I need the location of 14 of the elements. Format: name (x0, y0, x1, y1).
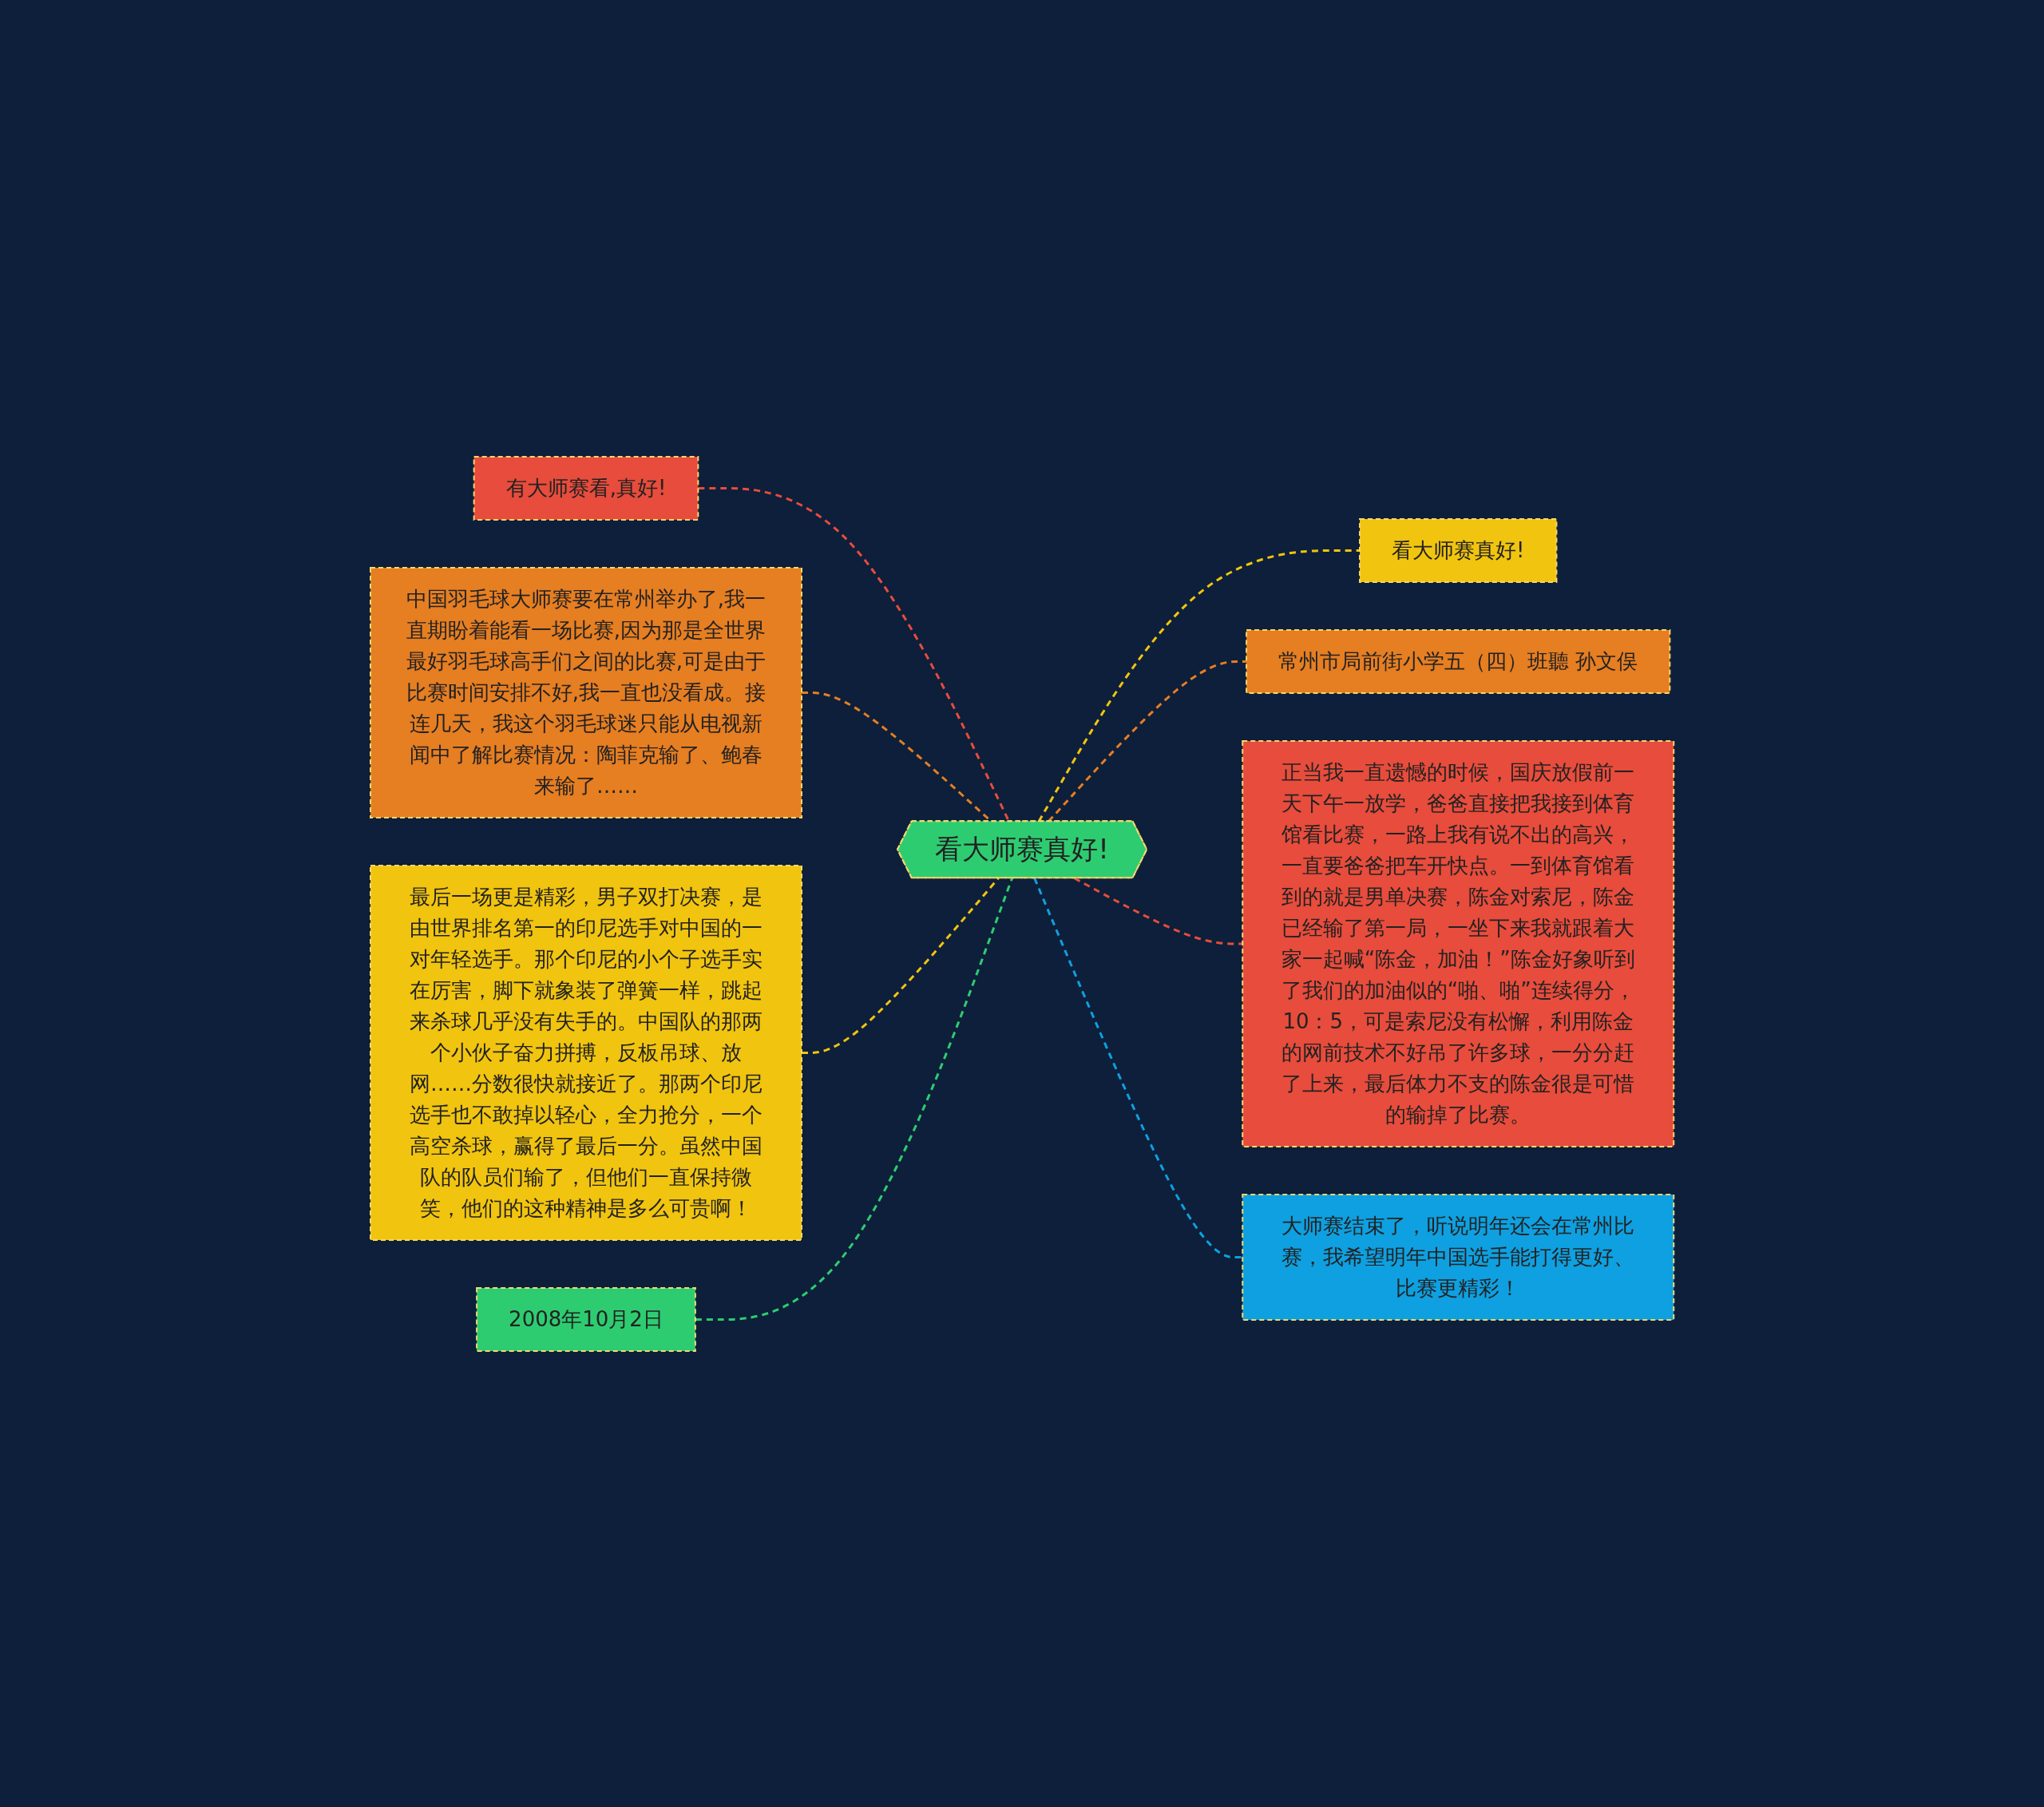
connector (695, 877, 1013, 1321)
connector (698, 486, 1010, 822)
node-box: 看大师赛真好! (1358, 517, 1558, 583)
connector (1037, 549, 1360, 822)
node-box: 有大师赛看,真好! (473, 455, 699, 521)
node-box: 正当我一直遗憾的时候，国庆放假前一天下午一放学，爸爸直接把我接到体育馆看比赛，一路上我有说不出的高兴，一直要爸爸把车开快点。一到体育馆看到的就是男单决赛，陈金对索尼，陈金已经输了第一局，一坐下来我就跟着大家一起喊“陈金，加油！”陈金好象听到了我们的加油似的“啪、啪”连续得分，10：5，可是索尼没有松懈，利用陈金的网前技术不好吊了许多球，一分分赶了上来，最后体力不支的陈金很是可惜的输掉了比赛。 (1242, 739, 1675, 1147)
node-box: 常州市局前街小学五（四）班聽 孙文俣 (1246, 628, 1671, 694)
connector (1073, 876, 1243, 945)
connector (801, 877, 1000, 1054)
node-box: 大师赛结束了，听说明年还会在常州比赛，我希望明年中国选手能打得更好、比赛更精彩！ (1242, 1193, 1675, 1321)
node-box: 2008年10月2日 (476, 1286, 696, 1352)
node-box: 中国羽毛球大师赛要在常州举办了,我一直期盼着能看一场比赛,因为那是全世界最好羽毛球高手们之间的比赛,可是由于比赛时间安排不好,我一直也没看成。接连几天，我这个羽毛球迷只能从电视新闻中了解比赛情况：陶菲克输了、鲍春来输了…… (369, 566, 802, 818)
connector (1033, 877, 1243, 1258)
node-box: 最后一场更是精彩，男子双打决赛，是由世界排名第一的印尼选手对中国的一对年轻选手。那个印尼的小个子选手实在厉害，脚下就象装了弹簧一样，跳起来杀球几乎没有失手的。中国队的那两个小伙子奋力拼搏，反板吊球、放网……分数很快就接近了。那两个印尼选手也不敢掉以轻心，全力抢分，一个高空杀球，赢得了最后一分。虽然中国队的队员们输了，但他们一直保持微笑，他们的这种精神是多么可贵啊！ (369, 864, 802, 1241)
